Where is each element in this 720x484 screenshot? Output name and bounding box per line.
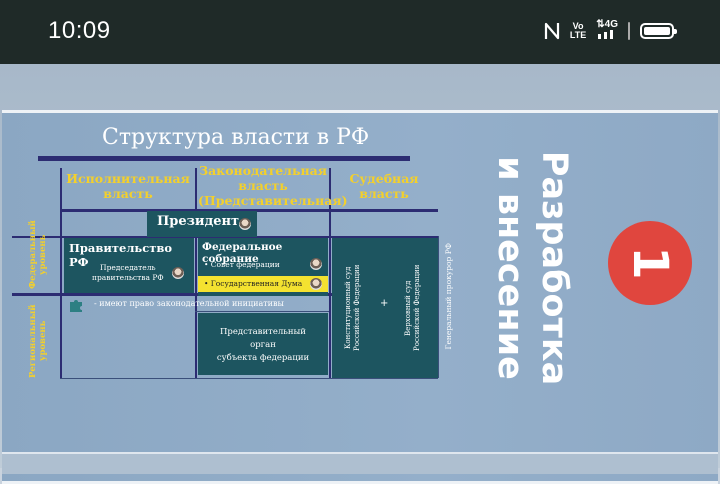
level-federal: Федеральный уровень bbox=[28, 220, 48, 290]
signal-4g-icon: ⇅4G bbox=[596, 20, 618, 42]
government-chair: Председатель правительства РФ bbox=[92, 263, 164, 282]
grid-row-rep bbox=[195, 311, 329, 312]
courts-plus: + bbox=[380, 298, 389, 309]
prosecutor-label: Генеральный прокурор РФ bbox=[444, 243, 453, 350]
status-separator bbox=[628, 22, 630, 40]
volte-icon: Vo LTE bbox=[569, 21, 587, 40]
grid-col-left bbox=[60, 168, 62, 378]
side-title: Разработка и внесение bbox=[490, 150, 574, 386]
duma-label: • Государственная Дума bbox=[198, 276, 328, 292]
council-label: • Совет федерации bbox=[204, 260, 280, 269]
image-viewer[interactable]: Структура власти в РФ Исполнительная вла… bbox=[0, 64, 720, 484]
next-slide-preview[interactable] bbox=[2, 452, 718, 474]
duma-photo bbox=[310, 278, 322, 290]
battery-icon bbox=[640, 23, 677, 39]
president-label: Президент bbox=[157, 214, 240, 229]
representative-label: Представительный орган субъекта федераци… bbox=[216, 327, 310, 363]
col-judicial: Судебная власть bbox=[349, 171, 419, 201]
level-regional: Региональный уровень bbox=[28, 304, 48, 378]
government-label: Правительство РФ bbox=[69, 241, 173, 269]
step-number-badge: 1 bbox=[608, 221, 692, 305]
grid-line-top bbox=[62, 209, 438, 212]
col-legislative: Законодательная власть (Представительная… bbox=[198, 163, 348, 208]
president-photo bbox=[239, 218, 251, 230]
status-bar: 10:09 Vo LTE ⇅4G bbox=[0, 0, 720, 64]
grid-col-mid2 bbox=[329, 168, 331, 378]
status-time: 10:09 bbox=[48, 17, 111, 44]
assembly-label: Федеральное собрание bbox=[202, 241, 283, 265]
government-box: Правительство РФ Председатель правительс… bbox=[64, 238, 194, 293]
federal-assembly-box: Федеральное собрание • Совет федерации •… bbox=[198, 238, 328, 296]
status-icons: Vo LTE ⇅4G bbox=[544, 20, 677, 42]
presentation-slide[interactable]: Структура власти в РФ Исполнительная вла… bbox=[2, 110, 718, 484]
representative-organ-box: Представительный орган субъекта федераци… bbox=[198, 313, 328, 375]
initiative-note: - имеют право законодательной инициативы bbox=[94, 299, 284, 308]
chair-photo bbox=[172, 267, 184, 279]
puzzle-icon bbox=[70, 300, 82, 312]
grid-line-bottom bbox=[60, 378, 438, 379]
title-underline bbox=[38, 156, 410, 161]
council-photo bbox=[310, 258, 322, 270]
slide-title: Структура власти в РФ bbox=[102, 125, 370, 150]
president-box: Президент bbox=[147, 211, 257, 237]
nfc-icon bbox=[544, 22, 560, 40]
col-executive: Исполнительная власть bbox=[66, 171, 190, 201]
grid-col-mid1 bbox=[195, 168, 197, 378]
grid-line-federal bbox=[12, 236, 438, 238]
grid-col-right bbox=[438, 236, 439, 378]
